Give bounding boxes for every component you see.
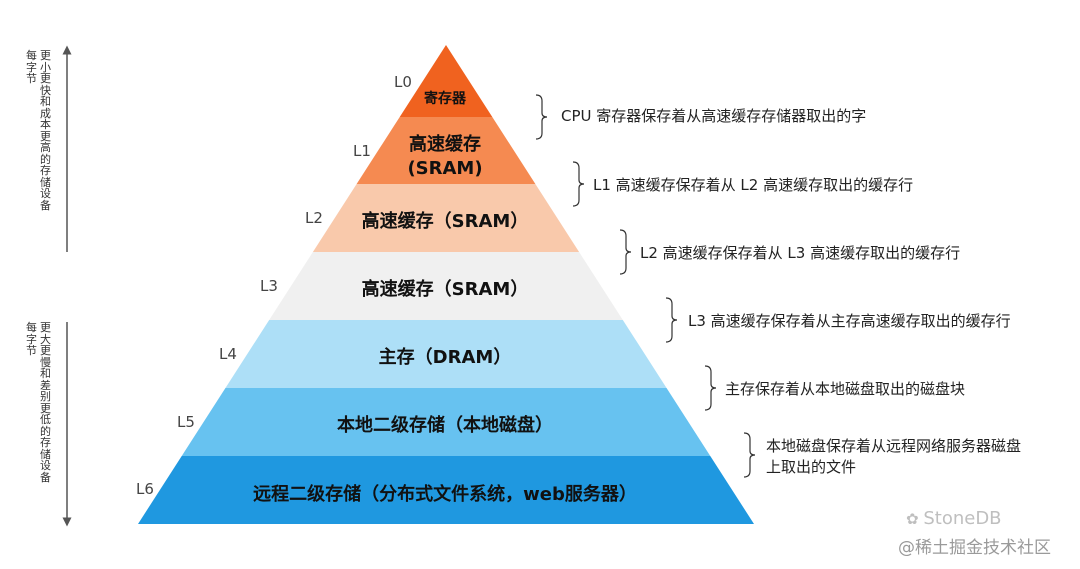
pyramid-layer-l2 <box>312 184 580 252</box>
level-description-l0: CPU 寄存器保存着从高速缓存存储器取出的字 <box>561 107 867 125</box>
top-axis-label-col1: 每字节 <box>26 49 37 85</box>
top-axis-label-col2: 更小更快和成本更高的存储设备 <box>40 49 51 212</box>
level-id-l4: L4 <box>219 345 237 363</box>
pyramid-layer-l3 <box>269 252 623 320</box>
level-description-l2: L2 高速缓存保存着从 L3 高速缓存取出的缓存行 <box>640 244 961 262</box>
brace-3 <box>665 297 678 343</box>
watermark-brand: ✿ StoneDB <box>906 508 1002 529</box>
level-description-l4: 主存保存着从本地磁盘取出的磁盘块 <box>725 380 966 398</box>
wechat-icon: ✿ <box>906 510 924 528</box>
level-description-l5-line2: 上取出的文件 <box>766 458 857 476</box>
level-id-l2: L2 <box>305 209 323 227</box>
layer-name-l6: 远程二级存储（分布式文件系统，web服务器） <box>253 484 637 505</box>
brace-4 <box>704 365 717 411</box>
pyramid-layer-l0 <box>399 45 493 117</box>
brace-2 <box>619 229 632 275</box>
pyramid-layer-l4 <box>225 320 667 388</box>
level-id-l0: L0 <box>394 73 412 91</box>
layer-name-l3: 高速缓存（SRAM） <box>361 279 529 300</box>
level-id-l6: L6 <box>136 480 154 498</box>
layer-name-l0: 寄存器 <box>424 91 466 107</box>
level-id-l5: L5 <box>177 413 195 431</box>
pyramid-layer-l1 <box>356 117 536 184</box>
level-id-l1: L1 <box>353 142 371 160</box>
level-id-l3: L3 <box>260 277 278 295</box>
level-description-l5-line1: 本地磁盘保存着从远程网络服务器磁盘 <box>766 437 1022 455</box>
level-description-l1: L1 高速缓存保存着从 L2 高速缓存取出的缓存行 <box>593 176 914 194</box>
level-description-l3: L3 高速缓存保存着从主存高速缓存取出的缓存行 <box>688 312 1011 330</box>
bottom-axis-label-col1: 每字节 <box>26 321 37 357</box>
layer-name-l1: 高速缓存 (SRAM) <box>407 134 483 179</box>
layer-name-l4: 主存（DRAM） <box>378 347 512 368</box>
brace-5 <box>743 432 756 478</box>
brace-0 <box>535 94 548 140</box>
layer-name-l5: 本地二级存储（本地磁盘） <box>337 415 553 436</box>
brace-1 <box>572 161 585 207</box>
layer-name-l2: 高速缓存（SRAM） <box>361 211 529 232</box>
bottom-axis-label-col2: 更大更慢和差别更低的存储设备 <box>40 321 51 484</box>
pyramid-layer-l6 <box>138 456 754 524</box>
pyramid-layer-l5 <box>181 388 711 456</box>
watermark-community: @稀土掘金技术社区 <box>898 538 1051 558</box>
